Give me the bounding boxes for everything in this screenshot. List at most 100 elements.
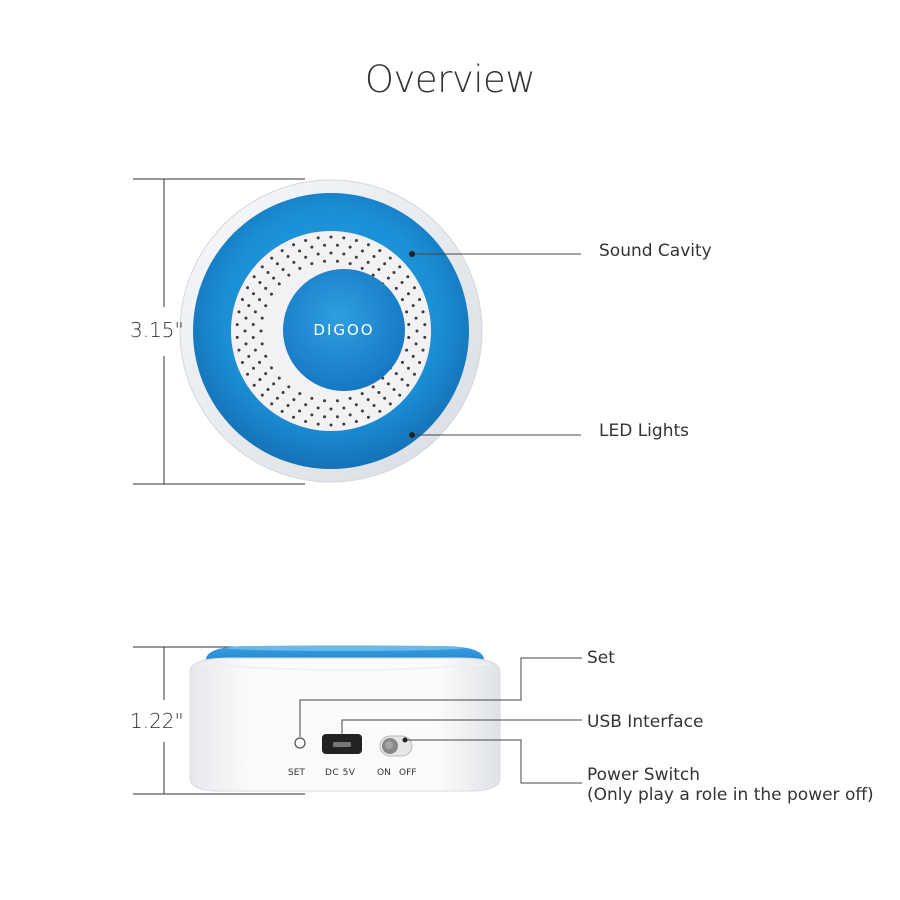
dc-port-label: DC 5V: [325, 768, 356, 778]
speaker-hole: [280, 409, 284, 413]
speaker-hole: [266, 271, 270, 275]
speaker-hole: [235, 335, 239, 339]
speaker-hole: [258, 377, 262, 381]
speaker-hole: [423, 335, 427, 339]
speaker-hole: [354, 403, 358, 407]
speaker-hole: [247, 304, 251, 308]
speaker-hole: [366, 260, 370, 264]
speaker-hole: [354, 238, 358, 242]
speaker-hole: [281, 267, 285, 271]
speaker-hole: [411, 304, 415, 308]
speaker-hole: [237, 348, 241, 352]
speaker-hole: [421, 348, 425, 352]
speaker-hole: [383, 396, 387, 400]
speaker-hole: [412, 372, 416, 376]
speaker-hole: [366, 243, 370, 247]
speaker-hole: [304, 238, 308, 242]
speaker-hole: [421, 310, 425, 314]
speaker-hole: [371, 273, 375, 277]
speaker-hole: [392, 271, 396, 275]
speaker-hole: [418, 360, 422, 364]
speaker-hole: [277, 282, 281, 286]
speaker-hole: [418, 298, 422, 302]
speaker-hole: [323, 243, 327, 247]
speaker-hole: [310, 262, 314, 266]
speaker-hole: [414, 316, 418, 320]
side-callout-leaders: [299, 657, 582, 784]
sound-cavity-label: Sound Cavity: [599, 241, 712, 261]
speaker-hole: [292, 243, 296, 247]
speaker-hole: [388, 402, 392, 406]
speaker-hole: [348, 245, 352, 249]
sound-cavity-dot: [409, 251, 415, 257]
speaker-hole: [415, 329, 419, 333]
speaker-hole: [310, 413, 314, 417]
speaker-hole: [252, 366, 256, 370]
speaker-hole: [360, 392, 364, 396]
speaker-hole: [264, 286, 268, 290]
speaker-hole: [304, 420, 308, 424]
speaker-hole: [244, 342, 248, 346]
speaker-hole: [329, 235, 333, 239]
speaker-hole: [246, 286, 250, 290]
speaker-hole: [335, 415, 339, 419]
speaker-hole: [392, 387, 396, 391]
speaker-hole: [243, 329, 247, 333]
speaker-hole: [244, 316, 248, 320]
speaker-hole: [406, 383, 410, 387]
speaker-hole: [378, 409, 382, 413]
speaker-hole: [335, 243, 339, 247]
speaker-hole: [407, 323, 411, 327]
speaker-hole: [310, 245, 314, 249]
speaker-hole: [316, 236, 320, 240]
speaker-hole: [335, 259, 339, 263]
speaker-hole: [264, 354, 268, 358]
speaker-hole: [405, 310, 409, 314]
speaker-hole: [275, 396, 279, 400]
speaker-hole: [414, 342, 418, 346]
speaker-hole: [258, 298, 262, 302]
center-button: [283, 269, 405, 391]
speaker-hole: [247, 354, 251, 358]
device-side-view: [189, 645, 501, 792]
speaker-hole: [386, 276, 390, 280]
speaker-hole: [342, 252, 346, 256]
speaker-hole: [378, 249, 382, 253]
speaker-hole: [310, 396, 314, 400]
speaker-hole: [260, 265, 264, 269]
speaker-hole: [264, 372, 268, 376]
speaker-hole: [407, 335, 411, 339]
speaker-hole: [423, 323, 427, 327]
speaker-hole: [354, 255, 358, 259]
speaker-hole: [258, 360, 262, 364]
speaker-hole: [246, 372, 250, 376]
speaker-hole: [400, 377, 404, 381]
set-port-label: SET: [288, 768, 305, 778]
usb-interface-label: USB Interface: [587, 712, 704, 732]
speaker-hole: [383, 262, 387, 266]
speaker-hole: [281, 391, 285, 395]
speaker-holes: [235, 235, 427, 427]
speaker-hole: [287, 385, 291, 389]
speaker-hole: [240, 298, 244, 302]
set-callout-label: Set: [587, 648, 615, 668]
speaker-hole: [235, 323, 239, 327]
speaker-hole: [335, 399, 339, 403]
speaker-hole: [259, 329, 263, 333]
speaker-hole: [253, 310, 257, 314]
speaker-hole: [348, 396, 352, 400]
speaker-hole: [266, 387, 270, 391]
speaker-hole: [398, 393, 402, 397]
speaker-hole: [377, 391, 381, 395]
off-label: OFF: [399, 768, 417, 778]
speaker-hole: [260, 316, 264, 320]
speaker-hole: [292, 415, 296, 419]
speaker-hole: [329, 251, 333, 255]
speaker-hole: [275, 262, 279, 266]
speaker-hole: [323, 259, 327, 263]
speaker-hole: [360, 266, 364, 270]
speaker-hole: [252, 275, 256, 279]
speaker-hole: [316, 422, 320, 426]
speaker-hole: [237, 310, 241, 314]
power-switch-label: Power Switch: [587, 765, 701, 785]
